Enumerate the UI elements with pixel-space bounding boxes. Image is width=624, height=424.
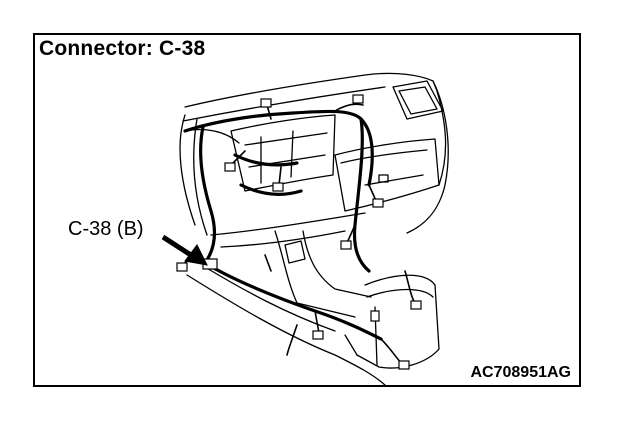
console-box (356, 274, 440, 369)
connector-block (176, 262, 188, 272)
steering-column-area (179, 114, 196, 226)
connector-block (370, 310, 380, 322)
dashboard-right-side (406, 80, 449, 234)
harness-main-upper (183, 109, 374, 187)
connector-block (272, 182, 284, 192)
connector-block (372, 198, 384, 208)
center-stack (230, 114, 336, 192)
diagram-frame: Connector: C-38 C-38 (B) AC708951AG (33, 33, 581, 387)
connector-block (312, 330, 324, 340)
dashboard-upper-edge (182, 86, 386, 122)
connector-block (224, 162, 236, 172)
harness-lower (203, 261, 383, 341)
dashboard-top-outline (184, 72, 438, 108)
connector-callout-label: C-38 (B) (68, 218, 144, 240)
figure-code: AC708951AG (470, 364, 572, 381)
connector-title: Connector: C-38 (39, 37, 206, 60)
arrow-pointer-icon (161, 234, 208, 266)
harness-right-drop (352, 117, 371, 273)
connector-block (410, 300, 422, 310)
lower-dash (210, 212, 366, 236)
harness-center (233, 153, 299, 167)
connector-block (352, 94, 364, 104)
connector-block (398, 360, 410, 370)
connector-block (260, 98, 272, 108)
connector-block (340, 240, 352, 250)
floor-line (186, 274, 386, 385)
glovebox-panel (334, 138, 440, 212)
dashboard-wiring-illustration (161, 72, 449, 385)
harness-left-drop (198, 125, 216, 265)
